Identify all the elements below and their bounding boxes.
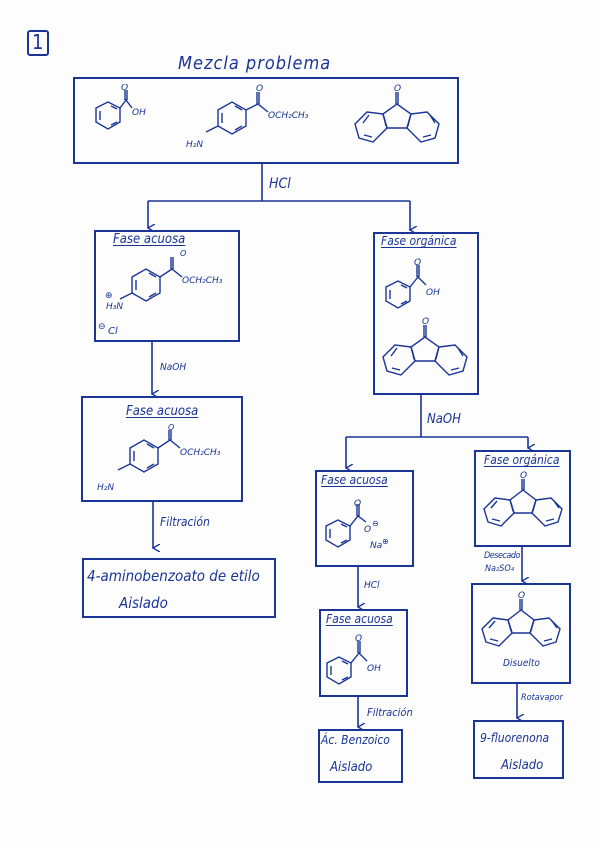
aqueous-phase-1-structure: O OCH₂CH₃ ⊕ H₃N ⊖ Cl <box>98 249 223 337</box>
organic-phase-2-title: Fase orgánica <box>484 453 560 467</box>
organic-phase-2-box <box>474 450 571 547</box>
aqueous-phase-1-title: Fase acuosa <box>113 232 186 247</box>
mixture-benzocaine-structure: O OCH₂CH₃ H₂N <box>186 84 309 150</box>
reagent-hcl-1: HCl <box>269 176 291 192</box>
sodium-label: Na <box>370 541 382 551</box>
result-ester-name: 4-aminobenzoato de etilo <box>87 567 260 585</box>
organic-phase-1-title: Fase orgánica <box>381 234 457 248</box>
ester-label: OCH₂CH₃ <box>180 448 221 458</box>
result-acid-name: Ác. Benzoico <box>321 733 390 747</box>
mixture-fluorenone-structure: O <box>354 84 440 143</box>
aqueous-phase-4-box <box>319 609 408 697</box>
minus-charge: ⊖ <box>98 322 106 332</box>
organic-phase-1-benzoic-acid: O OH <box>385 258 440 309</box>
operation-filtration-left: Filtración <box>160 515 210 529</box>
oh-label: OH <box>132 108 146 118</box>
reagent-hcl-mid: HCl <box>364 580 380 591</box>
operation-filtration-mid: Filtración <box>367 706 413 719</box>
organic-phase-2-fluorenone: O <box>483 471 563 527</box>
plus-charge: ⊕ <box>382 537 389 546</box>
page-number-box <box>27 30 49 56</box>
mixture-box <box>73 77 459 164</box>
aqueous-phase-2-box <box>81 396 243 502</box>
aqueous-phase-1-box <box>94 230 240 342</box>
dissolved-box <box>471 583 571 684</box>
carbonyl-o-label: O <box>422 317 429 327</box>
diagram-title: Mezcla problema <box>178 53 332 74</box>
operation-rotavapor: Rotavapor <box>521 693 563 703</box>
carbonyl-o-label: O <box>355 634 362 644</box>
carbonyl-o-label: O <box>520 471 527 481</box>
result-fluorenone-name: 9-fluorenona <box>480 731 550 745</box>
carbonyl-o-label: O <box>354 499 361 509</box>
result-ester-status: Aislado <box>119 594 168 612</box>
result-acid-status: Aislado <box>330 760 373 775</box>
plus-charge: ⊕ <box>105 291 113 301</box>
ammonium-label: H₃N <box>106 302 123 312</box>
operation-drying: Desecado <box>484 551 520 561</box>
reagent-naoh-right: NaOH <box>427 412 461 427</box>
carbonyl-o-label: O <box>518 591 525 601</box>
carbonyl-o-label: O <box>168 423 174 432</box>
dissolved-fluorenone: O <box>481 591 561 647</box>
result-acid-box <box>318 729 403 783</box>
aqueous-phase-2-title: Fase acuosa <box>126 404 199 419</box>
organic-phase-1-box <box>373 232 479 395</box>
dissolved-caption: Disuelto <box>503 658 540 669</box>
carbonyl-o-label: O <box>394 84 401 94</box>
aqueous-phase-4-structure: O OH <box>326 634 381 685</box>
result-fluorenone-status: Aislado <box>501 758 544 773</box>
ester-label: OCH₂CH₃ <box>268 111 309 121</box>
page-number: 1 <box>32 30 44 54</box>
carbonyl-o-label: O <box>180 249 186 258</box>
result-fluorenone-box <box>473 720 564 779</box>
oh-label: OH <box>426 288 440 298</box>
oxide-label: O <box>364 525 371 535</box>
aqueous-phase-4-title: Fase acuosa <box>326 612 393 626</box>
aqueous-phase-3-title: Fase acuosa <box>321 473 388 487</box>
minus-charge: ⊖ <box>372 519 379 528</box>
chloride-label: Cl <box>108 326 118 337</box>
amine-label: H₂N <box>97 483 114 493</box>
operation-drying-agent: Na₂SO₄ <box>485 564 515 574</box>
aqueous-phase-2-structure: O OCH₂CH₃ H₂N <box>97 423 221 493</box>
carbonyl-o-label: O <box>414 258 421 268</box>
reagent-naoh-left: NaOH <box>160 362 187 373</box>
result-ester-box <box>82 558 276 618</box>
aqueous-phase-3-box <box>315 470 414 567</box>
amine-label: H₂N <box>186 140 203 150</box>
carbonyl-o-label: O <box>256 84 263 94</box>
organic-phase-1-fluorenone: O <box>382 317 468 376</box>
aqueous-phase-3-structure: O O ⊖ Na ⊕ <box>325 499 389 551</box>
ester-label: OCH₂CH₃ <box>182 276 223 286</box>
carbonyl-o-label: O <box>121 84 128 93</box>
oh-label: OH <box>367 664 381 674</box>
mixture-benzoic-acid-structure: O OH <box>95 84 146 130</box>
